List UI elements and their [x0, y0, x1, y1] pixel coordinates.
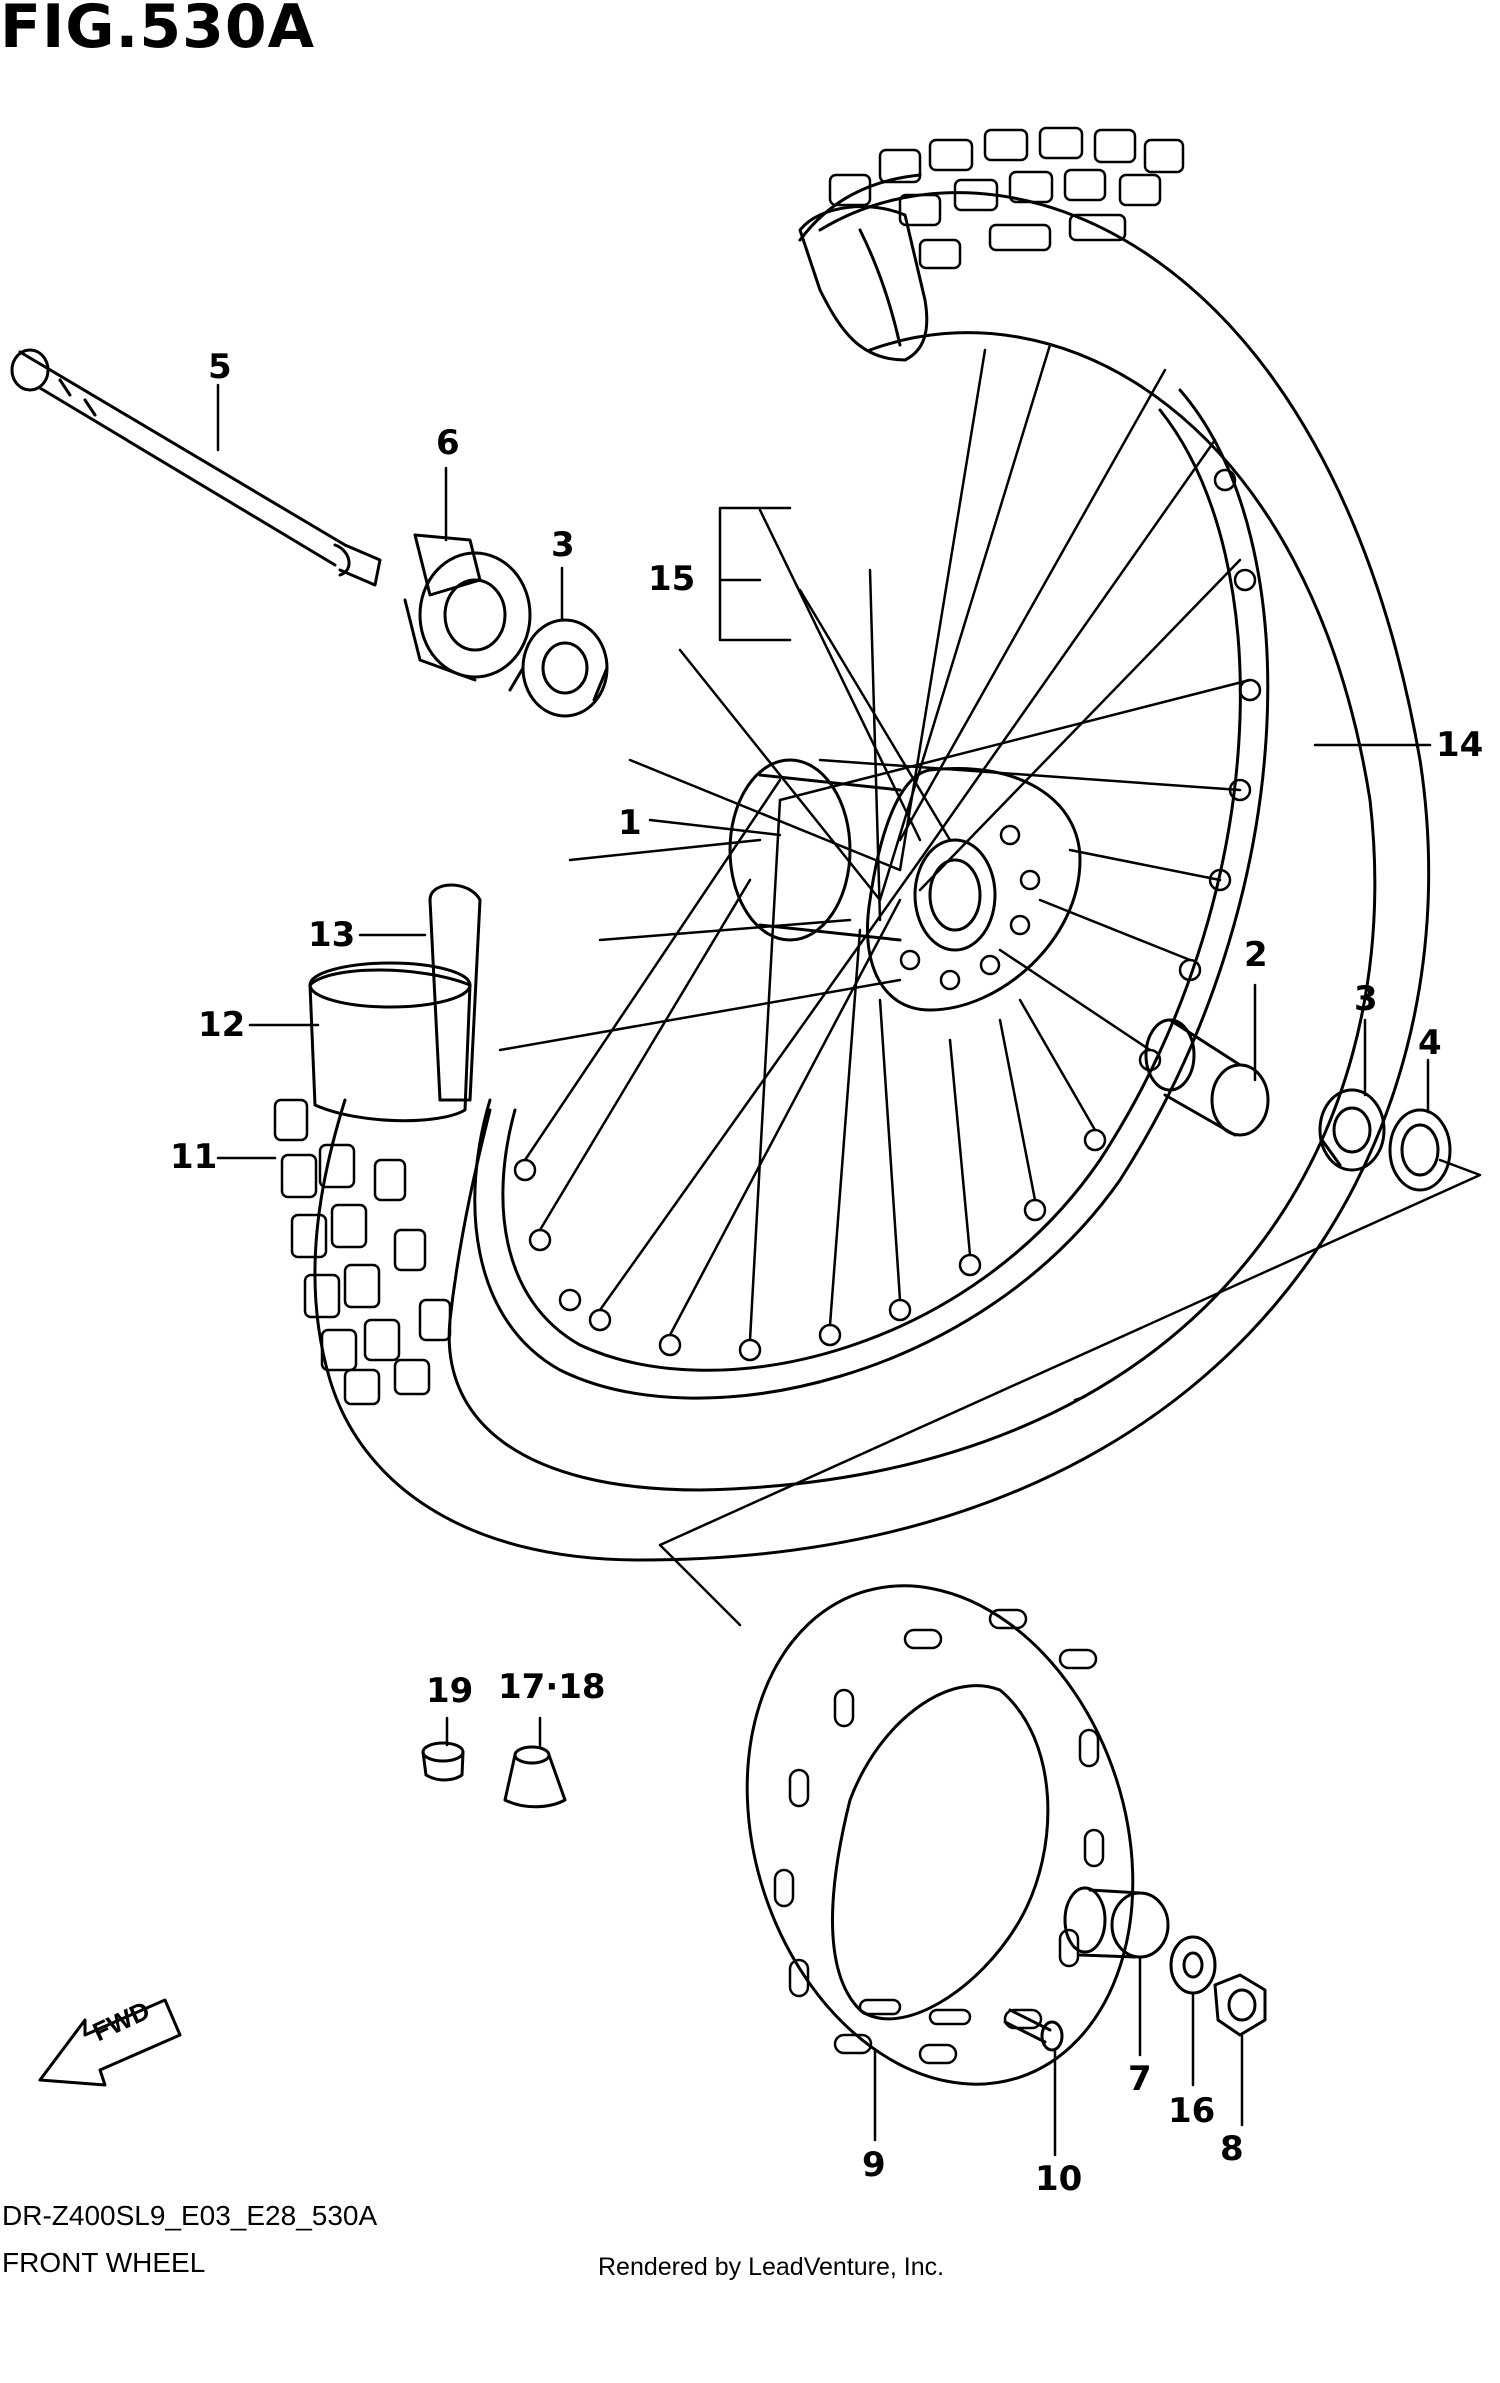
callout-17-18: 17·18 [498, 1667, 606, 1707]
tread-blocks-left [273, 1098, 452, 1406]
callout-3: 3 [1354, 979, 1378, 1019]
disc-bolt [1003, 2008, 1064, 2052]
leader-lines [216, 383, 1432, 2157]
rim [473, 388, 1270, 1400]
callout-1: 1 [618, 803, 642, 843]
callout-4: 4 [1418, 1023, 1442, 1063]
fwd-arrow-icon [38, 1998, 182, 2087]
tire [273, 126, 1431, 1562]
callout-12: 12 [198, 1005, 246, 1045]
callout-19: 19 [426, 1671, 474, 1711]
oil-seal [1388, 1108, 1452, 1192]
washer [1169, 1935, 1217, 1995]
callout-8: 8 [1220, 2129, 1244, 2169]
callout-2: 2 [1244, 935, 1268, 975]
callout-5: 5 [208, 347, 232, 387]
spacer [1144, 1018, 1270, 1137]
callout-10: 10 [1035, 2159, 1083, 2199]
valve-cap [421, 1741, 465, 1782]
brake-disc [745, 1584, 1135, 2086]
callout-11: 11 [170, 1137, 218, 1177]
rendered-by-credit: Rendered by LeadVenture, Inc. [598, 2253, 945, 2281]
callout-9: 9 [862, 2145, 886, 2185]
spoke-nipples [513, 468, 1262, 1362]
tube-section [428, 883, 482, 1102]
wheel-spacer [1063, 1886, 1170, 1959]
callout-6: 6 [436, 423, 460, 463]
axle-collar [403, 533, 532, 682]
model-code: DR-Z400SL9_E03_E28_530A [2, 2200, 378, 2231]
figure-title: FIG.530A [0, 0, 316, 62]
callout-13: 13 [308, 915, 356, 955]
axle [10, 348, 382, 587]
callout-7: 7 [1128, 2059, 1152, 2099]
section-name: FRONT WHEEL [2, 2247, 206, 2278]
bearing-right [1318, 1088, 1386, 1172]
spokes [498, 343, 1252, 1342]
disc-mount-guide [658, 1158, 1482, 1627]
callout-15: 15 [648, 559, 696, 599]
rim-lock [503, 1745, 567, 1809]
callout-14: 14 [1436, 725, 1484, 765]
callout-16: 16 [1168, 2091, 1216, 2131]
axle-nut [1213, 1973, 1267, 2037]
tread-blocks-top [828, 126, 1185, 270]
hub [728, 758, 1082, 1012]
bearing-left [508, 618, 609, 718]
callout-3: 3 [551, 525, 575, 565]
